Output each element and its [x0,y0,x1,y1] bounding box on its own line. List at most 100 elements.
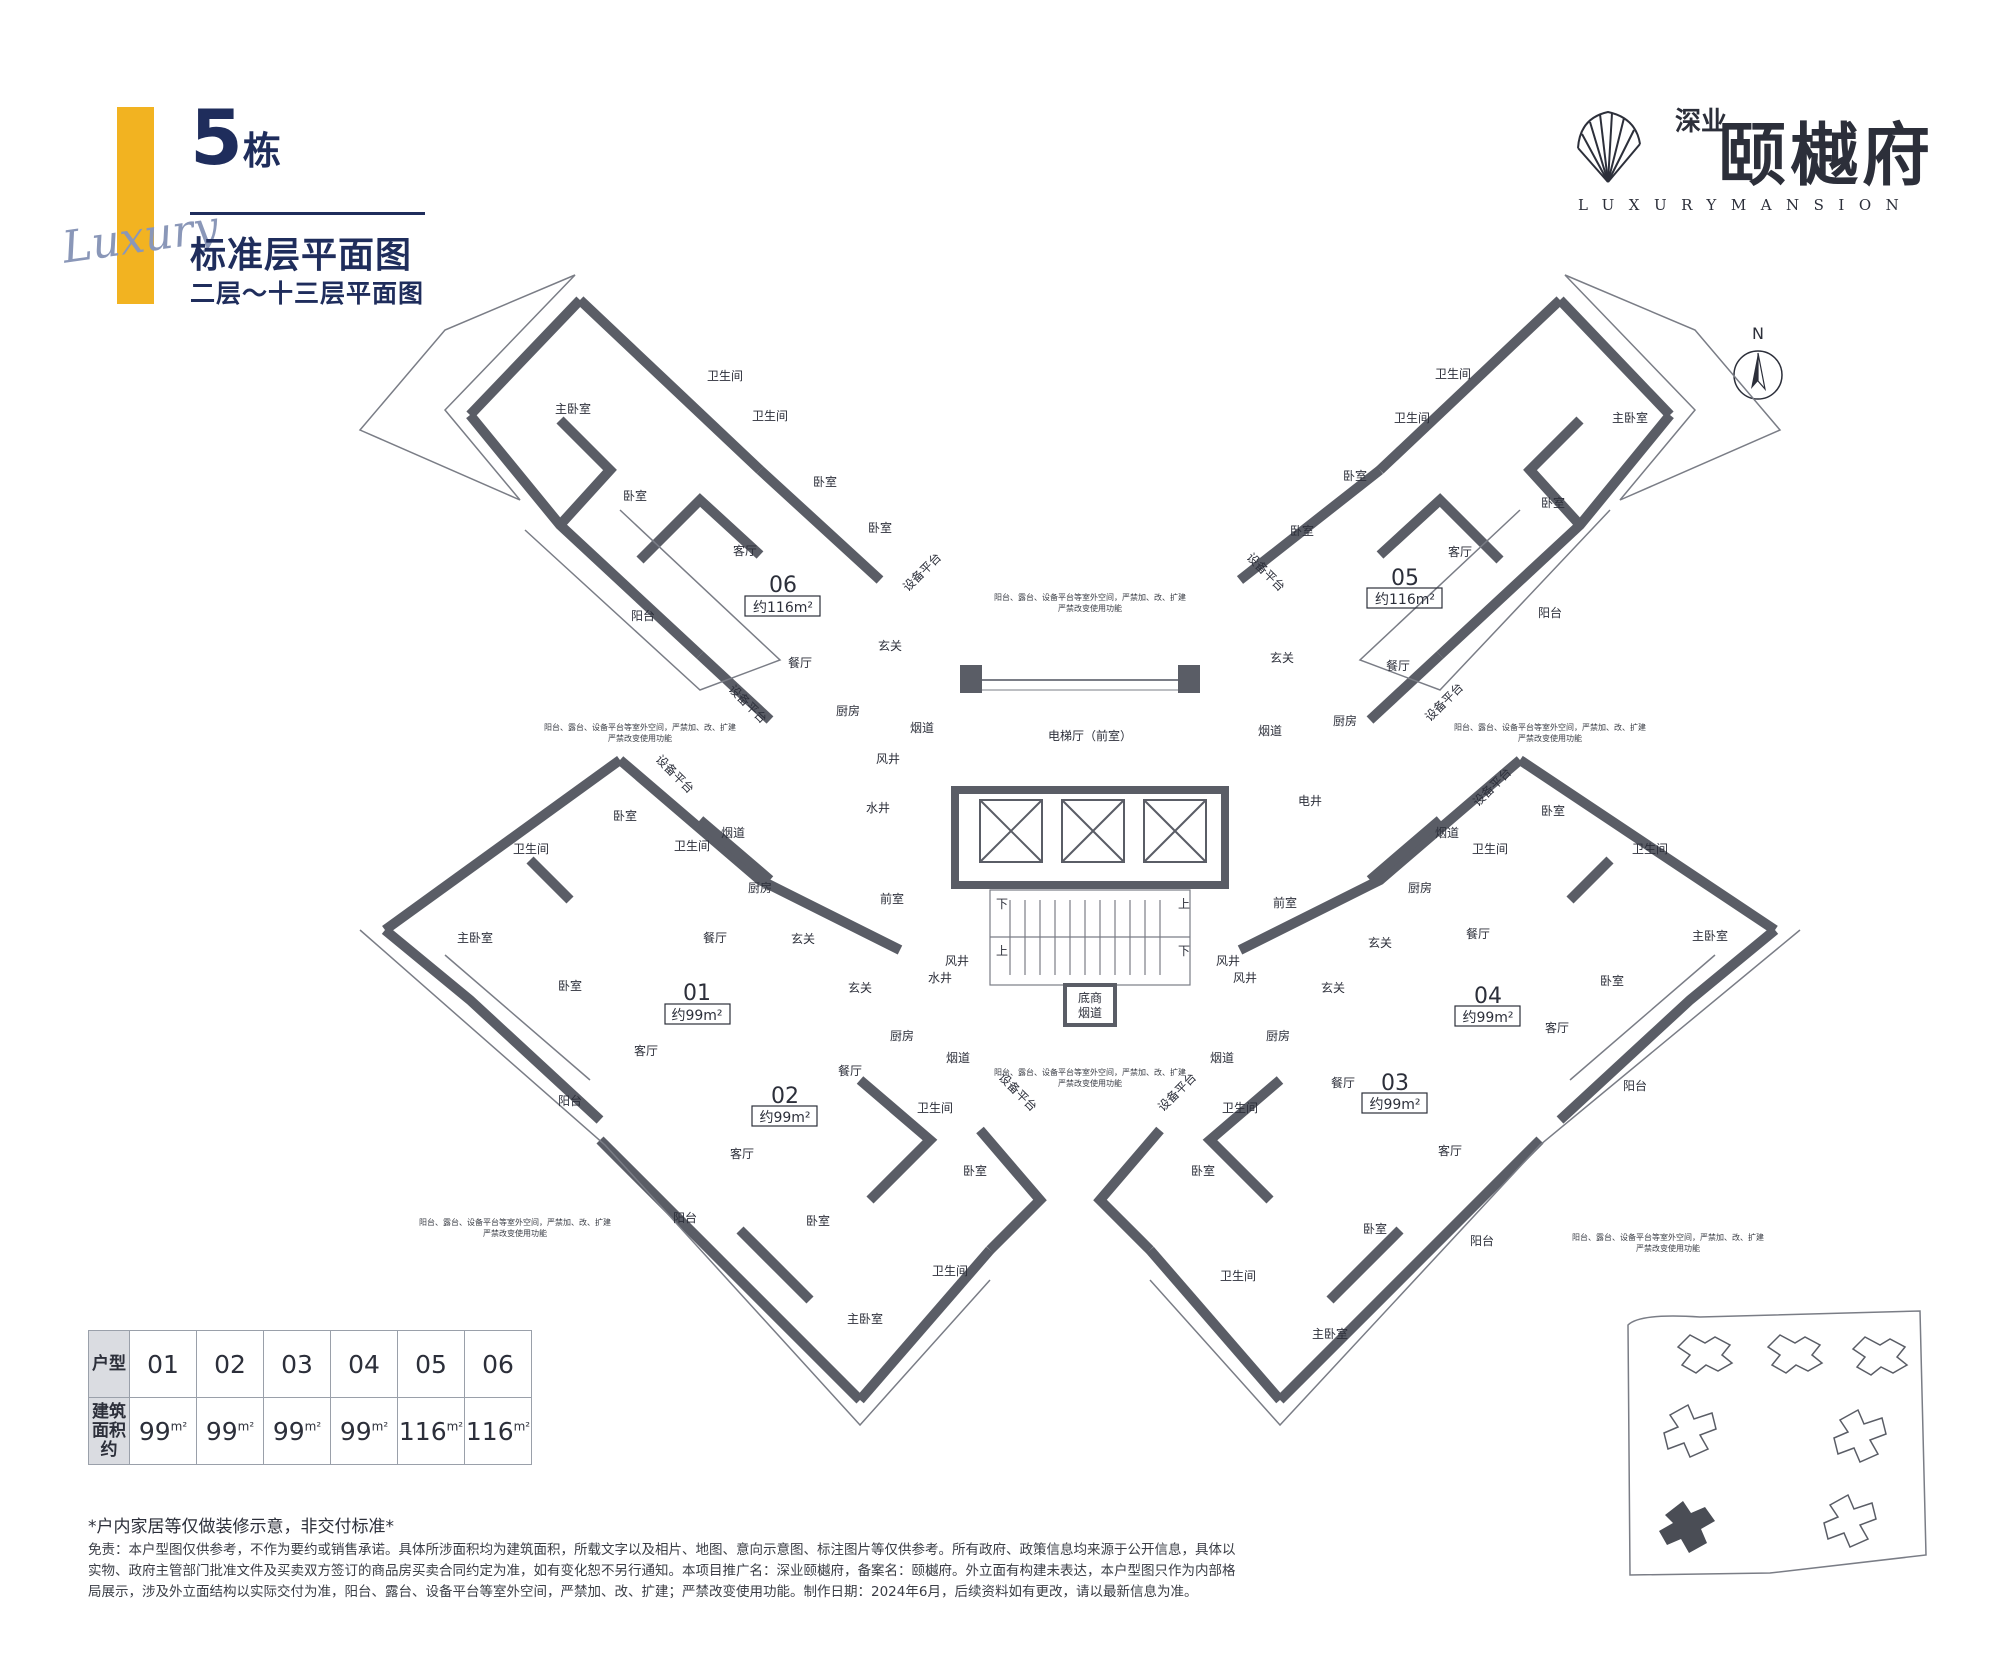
unit-tag-06: 06 约116m² [744,573,821,617]
table-cell: 99m² [129,1397,197,1465]
stair-label: 上 [996,944,1008,958]
room-label: 玄关 [791,931,815,946]
elevator-2 [1061,799,1125,863]
room-label: 卫生间 [1220,1269,1256,1283]
room-label: 主卧室 [1612,410,1648,425]
svg-text:约99m²: 约99m² [759,1110,810,1126]
room-label: 阳台 [558,1093,582,1108]
table-cell: 02 [196,1330,264,1398]
unit-area-table: 户型 01 02 03 04 05 06 建筑面积约 99m² 99m² 99m… [88,1330,532,1465]
table-header-area: 建筑面积约 [88,1397,130,1465]
room-label: 烟道 [1078,1006,1102,1020]
room-label: 厨房 [1408,880,1432,895]
room-label: 玄关 [1270,650,1294,665]
room-label: 卧室 [1541,803,1565,818]
svg-text:严禁改变使用功能: 严禁改变使用功能 [1058,603,1122,613]
page-subtitle: 二层～十三层平面图 [190,279,425,308]
site-key-map [1627,1310,1927,1576]
core [951,665,1229,1027]
room-label: 卫生间 [513,842,549,856]
compass-label: N [1752,324,1764,343]
building-number-digit: 5 [190,93,243,182]
brand-name-small: 深业 [1675,107,1728,137]
room-label: 卫生间 [1632,842,1668,856]
room-label: 餐厅 [838,1063,862,1078]
room-label: 风井 [945,954,969,968]
room-label: 客厅 [1448,544,1472,559]
room-label: 前室 [1273,895,1297,910]
room-label: 卧室 [1541,495,1565,510]
room-label: 卧室 [813,474,837,489]
unit-06-walls [466,296,884,724]
room-label: 卫生间 [752,409,788,423]
room-label: 主卧室 [457,930,493,945]
disclaimer-text: 免责：本户型图仅供参考，不作为要约或销售承诺。具体所涉面积均为建筑面积，所载文字… [88,1542,1236,1600]
floor-plan: 主卧室 卫生间 卫生间 卧室 卧室 卧室 客厅 阳台 餐厅 玄关 厨房 烟道 风… [358,274,1801,1427]
stairs [989,889,1191,986]
room-label: 阳台 [631,608,655,623]
table-row: 户型 01 02 03 04 05 06 [88,1330,532,1398]
room-label: 底商 [1078,990,1102,1005]
room-label: 卧室 [613,808,637,823]
room-label: 主卧室 [847,1311,883,1326]
table-cell: 06 [464,1330,532,1398]
elevator-1 [979,799,1043,863]
table-cell: 05 [397,1330,465,1398]
room-label: 前室 [880,891,904,906]
svg-text:严禁改变使用功能: 严禁改变使用功能 [483,1228,547,1238]
room-label: 卧室 [806,1213,830,1228]
elevator-3 [1143,799,1207,863]
building-outline [1851,1336,1909,1376]
svg-text:约116m²: 约116m² [1375,592,1435,608]
unit-tag-03: 03 约99m² [1361,1071,1428,1114]
room-label: 卧室 [558,978,582,993]
room-label: 阳台 [673,1210,697,1225]
room-label: 卧室 [1191,1163,1215,1178]
room-label: 客厅 [1545,1020,1569,1035]
plan-note: 阳台、露台、设备平台等室外空间，严禁加、改、扩建 严禁改变使用功能 [1454,722,1646,743]
room-label: 卧室 [1290,523,1314,538]
room-label: 餐厅 [1331,1075,1355,1090]
svg-text:阳台、露台、设备平台等室外空间，严禁加、改、扩建: 阳台、露台、设备平台等室外空间，严禁加、改、扩建 [1454,722,1646,732]
room-label: 风井 [1216,954,1240,968]
svg-text:06: 06 [769,573,797,598]
svg-text:01: 01 [683,981,711,1006]
plan-note: 阳台、露台、设备平台等室外空间，严禁加、改、扩建 严禁改变使用功能 [419,1217,611,1238]
room-label: 卫生间 [1472,842,1508,856]
room-label: 主卧室 [555,401,591,416]
room-label: 厨房 [1333,713,1357,728]
svg-text:阳台、露台、设备平台等室外空间，严禁加、改、扩建: 阳台、露台、设备平台等室外空间，严禁加、改、扩建 [419,1217,611,1227]
room-label: 阳台 [1538,605,1562,620]
room-label: 阳台 [1623,1078,1647,1093]
building-outline [1833,1408,1887,1463]
room-label: 厨房 [748,880,772,895]
north-compass-icon: N [1733,324,1783,400]
svg-text:严禁改变使用功能: 严禁改变使用功能 [608,733,672,743]
room-label: 卧室 [623,488,647,503]
room-label: 卫生间 [932,1264,968,1278]
accent-bar [117,107,154,304]
plan-note: 阳台、露台、设备平台等室外空间，严禁加、改、扩建 严禁改变使用功能 [544,722,736,743]
svg-text:阳台、露台、设备平台等室外空间，严禁加、改、扩建: 阳台、露台、设备平台等室外空间，严禁加、改、扩建 [994,592,1186,602]
room-label: 卫生间 [707,369,743,383]
room-label: 水井 [866,801,890,815]
room-label: 阳台 [1470,1233,1494,1248]
core-column-left [960,665,982,693]
room-label: 卫生间 [1394,411,1430,425]
table-cell: 116m² [464,1397,532,1465]
unit-tag-01: 01 约99m² [664,981,731,1025]
room-label: 设备平台 [1470,765,1515,810]
room-label: 客厅 [730,1146,754,1161]
room-label: 餐厅 [1386,658,1410,673]
svg-text:03: 03 [1381,1071,1409,1096]
room-label: 设备平台 [900,550,945,595]
room-label: 烟道 [1210,1051,1234,1065]
room-label: 卧室 [1600,973,1624,988]
svg-text:阳台、露台、设备平台等室外空间，严禁加、改、扩建: 阳台、露台、设备平台等室外空间，严禁加、改、扩建 [1572,1232,1764,1242]
stair-label: 下 [996,897,1008,911]
room-label: 电井 [1298,794,1322,808]
table-cell: 99m² [330,1397,398,1465]
page-title: 标准层平面图 [190,235,413,276]
room-label: 餐厅 [703,930,727,945]
room-label: 设备平台 [726,682,771,727]
